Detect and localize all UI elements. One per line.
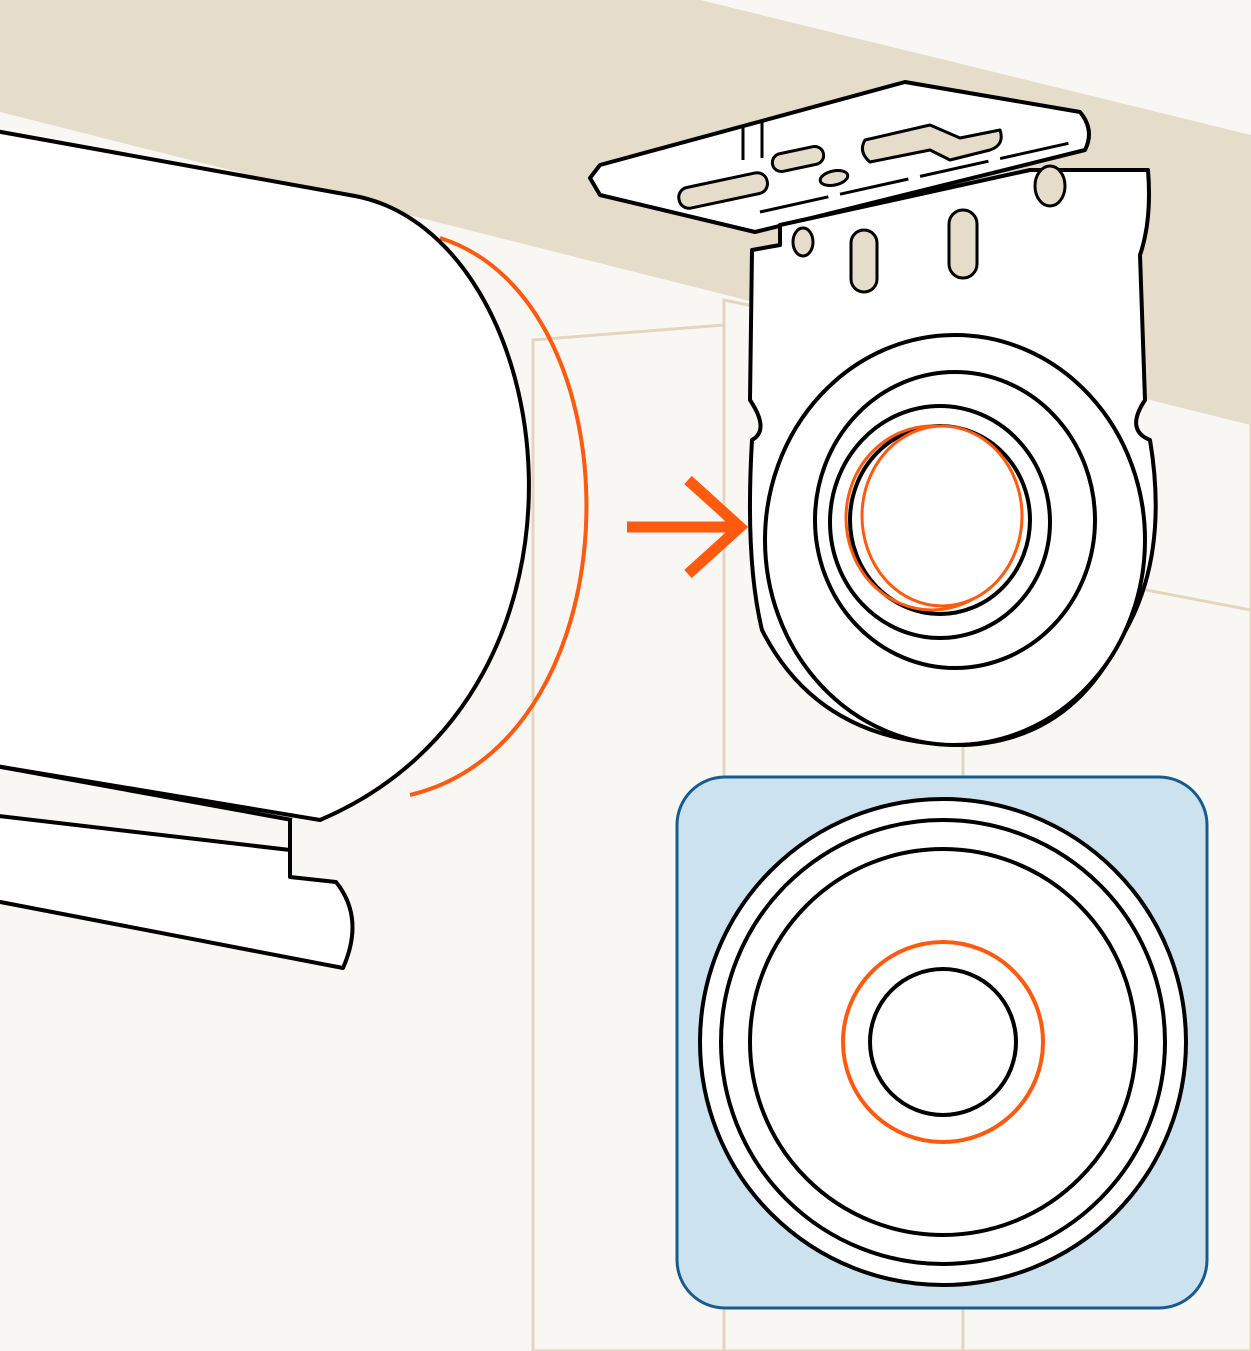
bracket-detail-inset — [675, 775, 1209, 1310]
bracket-holes — [791, 164, 1067, 294]
tube-end-highlight — [409, 236, 589, 797]
roller-tube — [0, 129, 589, 822]
mounting-bracket — [588, 80, 1158, 747]
hem-bar — [0, 814, 355, 970]
insert-arrow — [627, 475, 749, 579]
